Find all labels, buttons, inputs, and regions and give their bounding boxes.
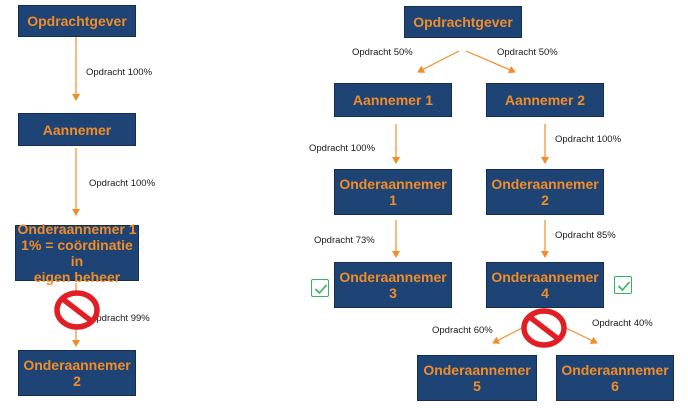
node-label-line: 2: [541, 192, 549, 208]
no-entry-icon: [521, 308, 567, 348]
node-label-line: 1: [389, 192, 397, 208]
edge-label-left-3: Opdracht 99%: [89, 313, 150, 324]
node-label-line: Onderaannemer: [423, 362, 531, 378]
node-label-line: 1% = coördinatie in: [21, 237, 133, 269]
node-right-aannemer2: Aannemer 2: [486, 83, 604, 117]
node-right-onder4: Onderaannemer 4: [486, 262, 604, 308]
node-label-line: 6: [611, 378, 619, 394]
node-label-line: Onderaannemer: [23, 357, 131, 373]
edge-label-right-o4-o6: Opdracht 40%: [592, 318, 653, 329]
node-left-onderaannemer1: Onderaannemer 1 1% = coördinatie in eige…: [15, 221, 139, 285]
edge-label-left-2: Opdracht 100%: [89, 178, 156, 189]
node-label-line: Onderaannemer: [339, 176, 447, 192]
node-right-opdrachtgever: Opdrachtgever: [404, 6, 522, 38]
node-label: Aannemer 2: [504, 92, 586, 108]
node-label: Aannemer: [42, 121, 112, 138]
node-label: Aannemer 1: [352, 92, 434, 108]
edge-label-right-a2-o2: Opdracht 100%: [555, 134, 622, 145]
node-label-line: 4: [541, 285, 549, 301]
checkmark-icon: [311, 279, 329, 297]
node-label-line: Onderaannemer: [491, 269, 599, 285]
edge-label-right-o2-o4: Opdracht 85%: [555, 230, 616, 241]
node-label: Opdrachtgever: [413, 14, 513, 30]
node-label: Opdrachtgever: [27, 13, 127, 29]
edge-right-opdrachtgever-aannemer1: [417, 50, 460, 73]
node-right-aannemer1: Aannemer 1: [334, 83, 452, 117]
edge-right-onder4-onder5: [492, 327, 523, 344]
node-label-line: Onderaannemer: [561, 362, 669, 378]
edge-label-left-1: Opdracht 100%: [86, 67, 153, 78]
checkmark-icon: [614, 276, 632, 294]
no-entry-icon: [54, 290, 100, 330]
node-label-line: 5: [473, 378, 481, 394]
edge-right-onder4-onder6: [565, 327, 598, 344]
node-right-onder6: Onderaannemer 6: [556, 355, 674, 401]
edge-label-right-o1-o3: Opdracht 73%: [314, 235, 375, 246]
edge-label-right-to-a1: Opdracht 50%: [352, 47, 413, 58]
node-right-onder5: Onderaannemer 5: [417, 355, 537, 401]
node-label-line: eigen beheer: [33, 269, 121, 285]
node-label-line: Onderaannemer 1: [17, 221, 137, 237]
edge-label-right-to-a2: Opdracht 50%: [497, 47, 558, 58]
node-label-line: 2: [73, 373, 81, 389]
node-label-line: 3: [389, 285, 397, 301]
node-label-line: Onderaannemer: [339, 269, 447, 285]
node-left-aannemer: Aannemer: [18, 113, 136, 146]
edge-label-right-o4-o5: Opdracht 60%: [432, 325, 493, 336]
node-left-onderaannemer2: Onderaannemer 2: [18, 350, 136, 396]
node-right-onder2: Onderaannemer 2: [486, 169, 604, 215]
node-label-line: Onderaannemer: [491, 176, 599, 192]
node-right-onder3: Onderaannemer 3: [334, 262, 452, 308]
edge-label-right-a1-o1: Opdracht 100%: [309, 143, 376, 154]
node-right-onder1: Onderaannemer 1: [334, 169, 452, 215]
node-left-opdrachtgever: Opdrachtgever: [18, 5, 136, 37]
edge-right-opdrachtgever-aannemer2: [465, 50, 516, 74]
